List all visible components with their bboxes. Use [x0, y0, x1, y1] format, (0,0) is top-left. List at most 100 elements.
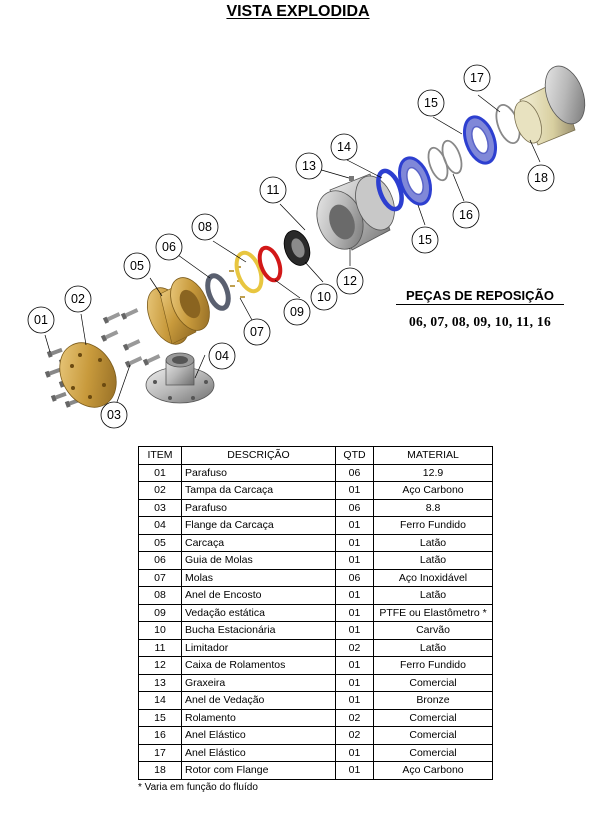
callout-label: 01: [34, 313, 48, 327]
cell-item: 17: [138, 743, 182, 762]
cell-description: Molas: [181, 568, 336, 587]
cell-description: Vedação estática: [181, 603, 336, 622]
cell-item: 13: [138, 673, 182, 692]
cell-description: Anel de Encosto: [181, 586, 336, 605]
callout-label: 06: [162, 240, 176, 254]
callout-label: 07: [250, 325, 264, 339]
bolts-03-group: [100, 308, 161, 368]
cell-item: 10: [138, 621, 182, 640]
cell-material: Ferro Fundido: [373, 656, 493, 675]
rotor-flange-18: [514, 65, 586, 146]
cell-item: 11: [138, 638, 182, 657]
housing-flange-04: [145, 352, 215, 404]
bearing-15-upper: [462, 115, 498, 165]
callout-label: 18: [534, 171, 548, 185]
callout-label: 03: [107, 408, 121, 422]
cell-material: Comercial: [373, 708, 493, 727]
cell-quantity: 01: [335, 586, 374, 605]
stationary-bushing-10: [283, 230, 311, 266]
cell-quantity: 01: [335, 533, 374, 552]
footnote: * Varia em função do fluído: [138, 782, 258, 793]
cell-description: Parafuso: [181, 463, 336, 482]
cell-item: 12: [138, 656, 182, 675]
thrust-ring-08: [234, 250, 264, 294]
cell-quantity: 02: [335, 708, 374, 727]
callout-circles: [27, 64, 555, 429]
callout-label: 12: [343, 274, 357, 288]
spare-parts-box: PEÇAS DE REPOSIÇÃO 06, 07, 08, 09, 10, 1…: [390, 288, 570, 330]
cell-description: Caixa de Rolamentos: [181, 656, 336, 675]
cell-item: 05: [138, 533, 182, 552]
callout-label: 17: [470, 71, 484, 85]
cell-item: 07: [138, 568, 182, 587]
cell-material: 12.9: [373, 463, 493, 482]
cell-description: Flange da Carcaça: [181, 516, 336, 535]
cell-description: Rolamento: [181, 708, 336, 727]
cell-item: 16: [138, 726, 182, 745]
cell-item: 09: [138, 603, 182, 622]
cell-quantity: 01: [335, 603, 374, 622]
header-quantity: QTD: [335, 446, 374, 465]
cell-description: Graxeira: [181, 673, 336, 692]
static-seal-09: [257, 245, 283, 283]
cell-material: Ferro Fundido: [373, 516, 493, 535]
cell-item: 01: [138, 463, 182, 482]
cell-material: Comercial: [373, 726, 493, 745]
cell-description: Guia de Molas: [181, 551, 336, 570]
cell-quantity: 01: [335, 761, 374, 780]
cell-description: Parafuso: [181, 498, 336, 517]
cell-description: Rotor com Flange: [181, 761, 336, 780]
callout-label: 05: [130, 259, 144, 273]
spare-parts-title: PEÇAS DE REPOSIÇÃO: [396, 288, 564, 305]
table-header-row: ITEM DESCRIÇÃO QTD MATERIAL: [138, 446, 493, 465]
cell-quantity: 06: [335, 463, 374, 482]
cell-material: Latão: [373, 586, 493, 605]
spare-parts-list: 06, 07, 08, 09, 10, 11, 16: [408, 314, 552, 329]
cell-item: 04: [138, 516, 182, 535]
cover-plate-02: [59, 342, 117, 408]
cell-quantity: 01: [335, 551, 374, 570]
cell-quantity: 02: [335, 726, 374, 745]
page-title: VISTA EXPLODIDA: [226, 3, 370, 20]
cell-material: Aço Carbono: [373, 481, 493, 500]
cell-material: Comercial: [373, 673, 493, 692]
cell-material: Comercial: [373, 743, 493, 762]
cell-quantity: 01: [335, 743, 374, 762]
callout-label: 10: [317, 290, 331, 304]
bearing-box-12: [316, 173, 395, 251]
cell-item: 03: [138, 498, 182, 517]
cell-description: Tampa da Carcaça: [181, 481, 336, 500]
cell-item: 15: [138, 708, 182, 727]
callout-label: 02: [71, 292, 85, 306]
cell-quantity: 01: [335, 673, 374, 692]
cell-item: 02: [138, 481, 182, 500]
cell-quantity: 01: [335, 516, 374, 535]
cell-quantity: 06: [335, 568, 374, 587]
callout-label: 16: [459, 208, 473, 222]
cell-description: Carcaça: [181, 533, 336, 552]
bearing-15-lower: [397, 156, 433, 206]
cell-material: Latão: [373, 638, 493, 657]
cell-description: Anel Elástico: [181, 743, 336, 762]
callout-label: 04: [215, 349, 229, 363]
cell-item: 06: [138, 551, 182, 570]
cell-description: Limitador: [181, 638, 336, 657]
cell-quantity: 01: [335, 481, 374, 500]
callout-label: 15: [424, 96, 438, 110]
spring-guide-06: [205, 273, 231, 311]
cell-material: Latão: [373, 551, 493, 570]
snap-rings-16: [427, 139, 463, 182]
callout-label: 15: [418, 233, 432, 247]
